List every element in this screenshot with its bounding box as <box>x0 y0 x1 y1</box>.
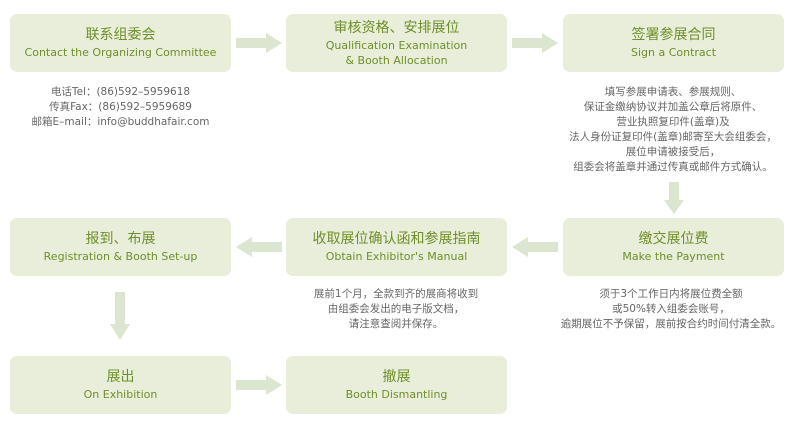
contact-email: 邮箱E–mail：info@buddhafair.com <box>31 116 210 128</box>
contract-note-line: 展位申请被接受后， <box>625 146 721 158</box>
step-exhibition-title: 展出 <box>106 369 135 385</box>
arrow-left-icon <box>512 237 558 257</box>
step-payment-subtitle: Make the Payment <box>622 250 725 263</box>
manual-note: 展前1个月，全款到齐的展商将收到 由组委会发出的电子版文档， 请注意查阅并保存。 <box>276 287 516 332</box>
manual-note-line: 展前1个月，全款到齐的展商将收到 <box>313 288 479 300</box>
step-contact-subtitle: Contact the Organizing Committee <box>24 46 217 59</box>
step-dismantling-title: 撤展 <box>382 369 411 385</box>
step-contract-box: 签署参展合同 Sign a Contract <box>563 14 784 72</box>
step-qualification-title: 审核资格、安排展位 <box>333 19 460 36</box>
contract-note-line: 保证金缴纳协议并加盖公章后将原件、 <box>583 101 763 113</box>
contract-note-line: 营业执照复印件(盖章)及 <box>616 116 730 128</box>
contact-tel: 电话Tel：(86)592–5959618 <box>50 86 191 98</box>
step-manual-box: 收取展位确认函和参展指南 Obtain Exhibitor's Manual <box>286 218 507 276</box>
step-payment-box: 缴交展位费 Make the Payment <box>563 218 784 276</box>
step-qualification-box: 审核资格、安排展位 Qualification Examination & Bo… <box>286 14 507 72</box>
arrow-down-icon <box>110 292 130 340</box>
contract-note: 填写参展申请表、参展规则、 保证金缴纳协议并加盖公章后将原件、 营业执照复印件(… <box>543 85 800 175</box>
step-manual-subtitle: Obtain Exhibitor's Manual <box>325 250 468 263</box>
step-exhibition-subtitle: On Exhibition <box>83 388 158 401</box>
step-registration-box: 报到、布展 Registration & Booth Set-up <box>10 218 231 276</box>
arrow-right-icon <box>236 33 282 53</box>
step-qualification-subtitle-line1: Qualification Examination <box>325 38 468 52</box>
arrow-right-icon <box>512 33 558 53</box>
contract-note-line: 填写参展申请表、参展规则、 <box>604 86 742 98</box>
payment-note: 须于3个工作日内将展位费全额 或50%转入组委会账号， 逾期展位不予保留，展前按… <box>543 287 799 332</box>
contract-note-line: 法人身份证复印件(盖章)邮寄至大会组委会， <box>569 131 777 143</box>
contact-fax: 传真Fax：(86)592–5959689 <box>49 101 192 113</box>
step-payment-title: 缴交展位费 <box>638 231 709 247</box>
step-dismantling-box: 撤展 Booth Dismantling <box>286 356 507 414</box>
step-registration-subtitle: Registration & Booth Set-up <box>43 250 198 263</box>
step-contact-title: 联系组委会 <box>85 27 156 43</box>
contact-info: 电话Tel：(86)592–5959618 传真Fax：(86)592–5959… <box>10 85 231 130</box>
manual-note-line: 请注意查阅并保存。 <box>348 318 444 330</box>
step-manual-title: 收取展位确认函和参展指南 <box>312 231 481 247</box>
step-contract-subtitle: Sign a Contract <box>630 46 717 59</box>
payment-note-line: 逾期展位不予保留，展前按合约时间付清全款。 <box>560 318 782 330</box>
arrow-left-icon <box>236 237 282 257</box>
step-contact-box: 联系组委会 Contact the Organizing Committee <box>10 14 231 72</box>
step-registration-title: 报到、布展 <box>85 231 156 247</box>
payment-note-line: 或50%转入组委会账号， <box>612 303 730 315</box>
arrow-down-icon <box>664 182 684 214</box>
arrow-right-icon <box>236 375 282 395</box>
step-contract-title: 签署参展合同 <box>631 27 716 43</box>
payment-note-line: 须于3个工作日内将展位费全额 <box>599 288 743 300</box>
contract-note-line: 组委会将盖章并通过传真或邮件方式确认。 <box>573 161 773 173</box>
step-exhibition-box: 展出 On Exhibition <box>10 356 231 414</box>
manual-note-line: 由组委会发出的电子版文档， <box>327 303 465 315</box>
step-dismantling-subtitle: Booth Dismantling <box>345 388 448 401</box>
step-qualification-subtitle-line2: & Booth Allocation <box>345 53 448 67</box>
